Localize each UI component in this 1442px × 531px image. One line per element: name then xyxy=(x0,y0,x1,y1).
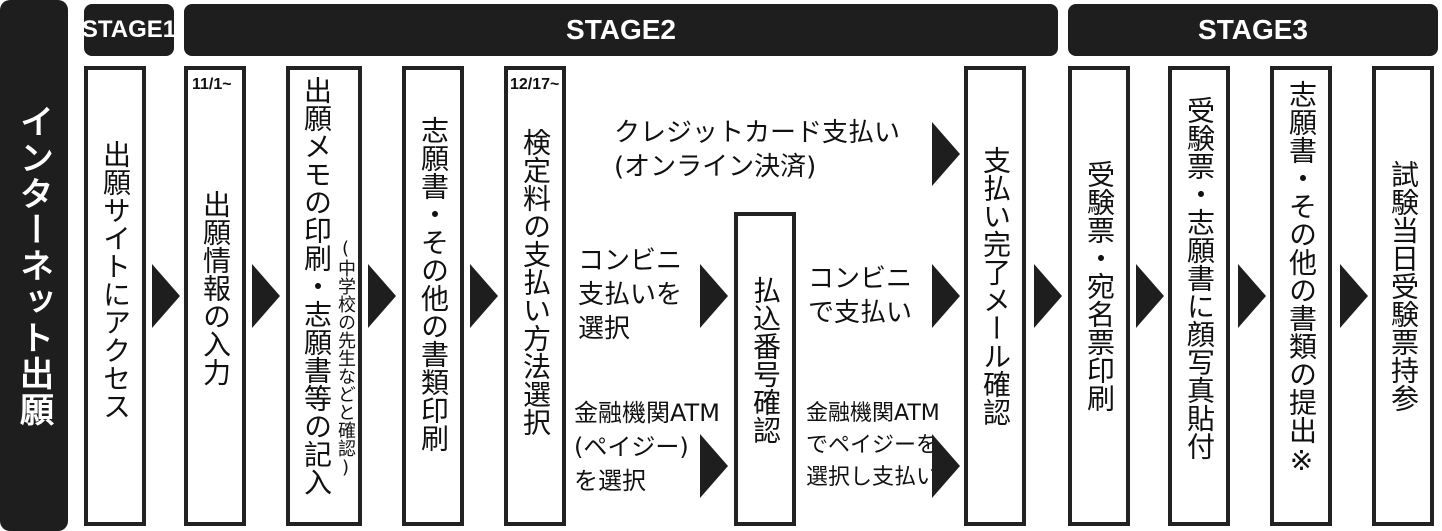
date-label-payment: 12/17~ xyxy=(510,76,560,93)
branch-credit-label: クレジットカード支払い (オンライン決済) xyxy=(614,118,901,182)
flow-arrow xyxy=(252,264,280,328)
step-payment-number: 払込番号確認 xyxy=(734,212,796,526)
side-label-internet-application: インターネット出願 xyxy=(0,0,68,531)
stage1-header: STAGE1 xyxy=(82,4,176,56)
stage2-header: STAGE2 xyxy=(184,4,1058,56)
step-exam-day: 試験当日受験票持参 xyxy=(1372,66,1434,526)
step-completion-mail: 支払い完了メール確認 xyxy=(964,66,1026,526)
flow-arrow xyxy=(152,264,180,328)
branch-arrow-convenience-pay xyxy=(932,264,960,328)
branch-arrow-bank-pay xyxy=(932,434,960,498)
flow-arrow xyxy=(1034,264,1062,328)
step-memo-print: 出願メモの印刷・志願書等の記入 (中学校の先生などと確認) xyxy=(286,66,362,526)
stage3-header: STAGE3 xyxy=(1068,4,1438,56)
branch-convenience-select: コンビニ 支払いを 選択 xyxy=(578,246,683,344)
flow-arrow xyxy=(1238,264,1266,328)
step-payment-method: 12/17~ 検定料の支払い方法選択 xyxy=(504,66,566,526)
step-docs-submit: 志願書・その他の書類の提出※ xyxy=(1270,66,1332,526)
flow-arrow xyxy=(368,264,396,328)
step-docs-print: 志願書・その他の書類印刷 xyxy=(402,66,464,526)
step-info-input: 11/1~ 出願情報の入力 xyxy=(184,66,246,526)
flow-arrow xyxy=(1340,264,1368,328)
branch-arrow-convenience-select xyxy=(700,264,728,328)
flow-arrow xyxy=(1136,264,1164,328)
branch-arrow-credit xyxy=(932,122,960,186)
memo-note: (中学校の先生などと確認) xyxy=(335,238,356,478)
branch-convenience-pay: コンビニ で支払い xyxy=(808,264,913,328)
side-label-text: インターネット出願 xyxy=(13,103,54,428)
branch-bank-select: 金融機関ATM (ペイジー) を選択 xyxy=(574,399,720,495)
step-photo-attach: 受験票・志願書に顔写真貼付 xyxy=(1168,66,1230,526)
branch-bank-pay: 金融機関ATM でペイジーを 選択し支払い xyxy=(806,401,940,490)
date-label-input: 11/1~ xyxy=(192,76,232,93)
step-ticket-print: 受験票・宛名票印刷 xyxy=(1068,66,1130,526)
step-site-access: 出願サイトにアクセス xyxy=(84,66,146,526)
flow-arrow xyxy=(470,264,498,328)
